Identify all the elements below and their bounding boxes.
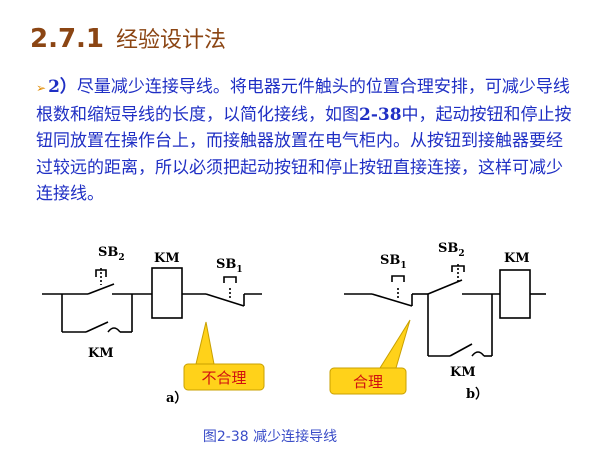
bullet-arrow-icon: ➢ bbox=[36, 81, 47, 95]
a-sb2-label: SB2 bbox=[98, 245, 125, 263]
figure-caption: 图2-38 减少连接导线 bbox=[202, 429, 338, 445]
b-figure-label: b） bbox=[466, 386, 488, 402]
figure-reference: 2-38 bbox=[359, 104, 402, 125]
diagram-b bbox=[344, 264, 546, 357]
a-km-contact-label: KM bbox=[88, 346, 114, 361]
section-number: 2.7.1 bbox=[30, 24, 105, 54]
diagram-a bbox=[42, 267, 262, 333]
callout-b: 合理 bbox=[329, 319, 411, 395]
b-km-contact-label: KM bbox=[450, 365, 476, 380]
b-sb1-label: SB1 bbox=[380, 253, 407, 271]
callout-a-text: 不合理 bbox=[201, 369, 246, 387]
callout-b-text: 合理 bbox=[353, 373, 383, 391]
a-sb1-label: SB1 bbox=[216, 257, 243, 275]
b-km-coil-label: KM bbox=[504, 251, 530, 266]
text-before-fig: 尽量减少连接导线。将电器元件触头的位置合理安排，可减少导线根数和缩短导线的长度，… bbox=[36, 77, 570, 125]
b-sb2-label: SB2 bbox=[438, 241, 465, 259]
text-after-fig: 中，起动按钮和停止按钮同放置在操作台上，而接触器放置在电气柜内。从按钮到接触器要… bbox=[36, 104, 572, 205]
item-prefix: 2） bbox=[48, 77, 77, 97]
callout-a: 不合理 bbox=[183, 321, 265, 391]
body-paragraph: ➢2）尽量减少连接导线。将电器元件触头的位置合理安排，可减少导线根数和缩短导线的… bbox=[36, 74, 576, 208]
section-heading: 2.7.1 经验设计法 bbox=[30, 22, 226, 58]
section-title: 经验设计法 bbox=[116, 28, 227, 53]
a-figure-label: a） bbox=[166, 390, 187, 406]
a-km-coil-label: KM bbox=[154, 251, 180, 266]
